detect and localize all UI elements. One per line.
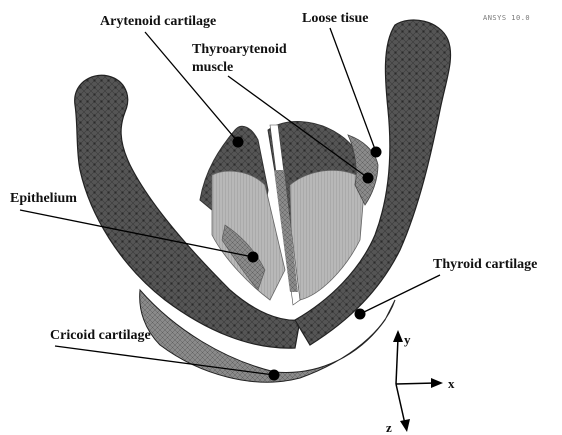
coordinate-axes: y x z (386, 330, 455, 435)
label-loose-tissue: Loose tisue (302, 11, 369, 26)
leader-cricoid (55, 346, 274, 375)
label-thyroarytenoid-line2: muscle (192, 60, 233, 75)
marker-cricoid (269, 370, 280, 381)
marker-loose-tissue (371, 147, 382, 158)
marker-epithelium (248, 252, 259, 263)
label-thyroid-cartilage: Thyroid cartilage (433, 257, 537, 272)
z-axis-label: z (386, 420, 392, 435)
label-arytenoid-cartilage: Arytenoid cartilage (100, 14, 216, 29)
y-axis-line (396, 338, 398, 384)
z-axis-arrowhead (400, 419, 410, 432)
y-axis-label: y (404, 332, 411, 347)
marker-arytenoid (233, 137, 244, 148)
label-cricoid-cartilage: Cricoid cartilage (50, 328, 151, 343)
y-axis-arrowhead (393, 330, 403, 342)
marker-thyroid (355, 309, 366, 320)
marker-thyroarytenoid (363, 173, 374, 184)
version-stamp: ANSYS 10.0 (483, 14, 530, 22)
x-axis-line (396, 383, 436, 384)
label-epithelium: Epithelium (10, 191, 77, 206)
z-axis-line (396, 384, 405, 424)
label-thyroarytenoid-line1: Thyroarytenoid (192, 42, 287, 57)
x-axis-arrowhead (431, 378, 443, 388)
x-axis-label: x (448, 376, 455, 391)
